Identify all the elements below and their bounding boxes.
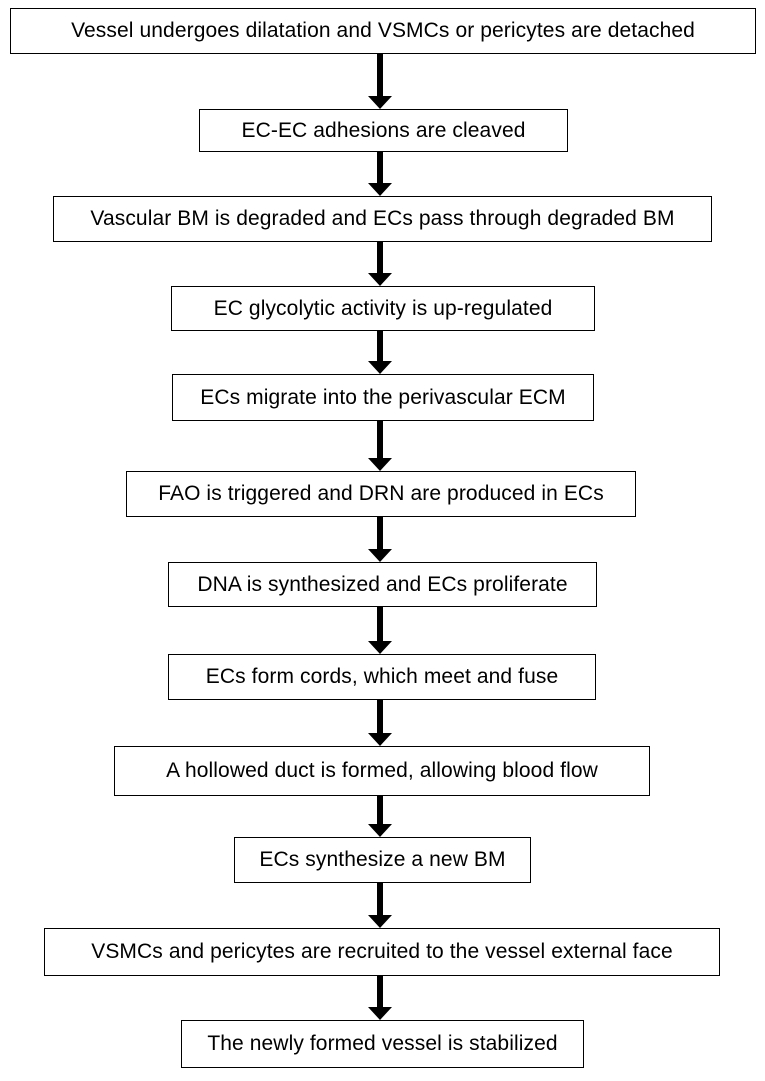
step-7-box: DNA is synthesized and ECs proliferate: [168, 562, 597, 607]
step-11-box: VSMCs and pericytes are recruited to the…: [44, 928, 720, 976]
step-1-label: Vessel undergoes dilatation and VSMCs or…: [71, 19, 695, 42]
arrow-7-icon: [368, 607, 392, 654]
step-9-label: A hollowed duct is formed, allowing bloo…: [166, 759, 598, 782]
step-3-label: Vascular BM is degraded and ECs pass thr…: [90, 207, 675, 230]
step-8-box: ECs form cords, which meet and fuse: [168, 654, 596, 700]
step-10-box: ECs synthesize a new BM: [234, 837, 531, 883]
step-2-label: EC-EC adhesions are cleaved: [241, 118, 526, 142]
step-9-box: A hollowed duct is formed, allowing bloo…: [114, 746, 650, 796]
arrow-10-icon: [368, 883, 392, 928]
step-11-label: VSMCs and pericytes are recruited to the…: [91, 940, 673, 963]
step-4-label: EC glycolytic activity is up-regulated: [213, 296, 553, 320]
step-3-box: Vascular BM is degraded and ECs pass thr…: [53, 196, 712, 242]
step-10-label: ECs synthesize a new BM: [259, 848, 506, 871]
arrow-6-icon: [368, 517, 392, 562]
step-5-box: ECs migrate into the perivascular ECM: [172, 374, 594, 421]
arrow-8-icon: [368, 700, 392, 746]
step-1-box: Vessel undergoes dilatation and VSMCs or…: [10, 8, 756, 54]
step-6-box: FAO is triggered and DRN are produced in…: [126, 471, 636, 517]
arrow-11-icon: [368, 976, 392, 1020]
step-2-box: EC-EC adhesions are cleaved: [199, 109, 568, 152]
step-5-label: ECs migrate into the perivascular ECM: [200, 385, 566, 409]
arrow-3-icon: [368, 242, 392, 286]
arrow-1-icon: [368, 54, 392, 109]
arrow-9-icon: [368, 796, 392, 837]
arrow-4-icon: [368, 331, 392, 374]
arrow-2-icon: [368, 152, 392, 196]
step-8-label: ECs form cords, which meet and fuse: [205, 665, 559, 688]
step-7-label: DNA is synthesized and ECs proliferate: [197, 572, 568, 596]
arrow-5-icon: [368, 421, 392, 471]
step-4-box: EC glycolytic activity is up-regulated: [171, 286, 595, 331]
step-12-box: The newly formed vessel is stabilized: [181, 1020, 584, 1068]
step-6-label: FAO is triggered and DRN are produced in…: [158, 482, 604, 505]
step-12-label: The newly formed vessel is stabilized: [207, 1032, 558, 1055]
